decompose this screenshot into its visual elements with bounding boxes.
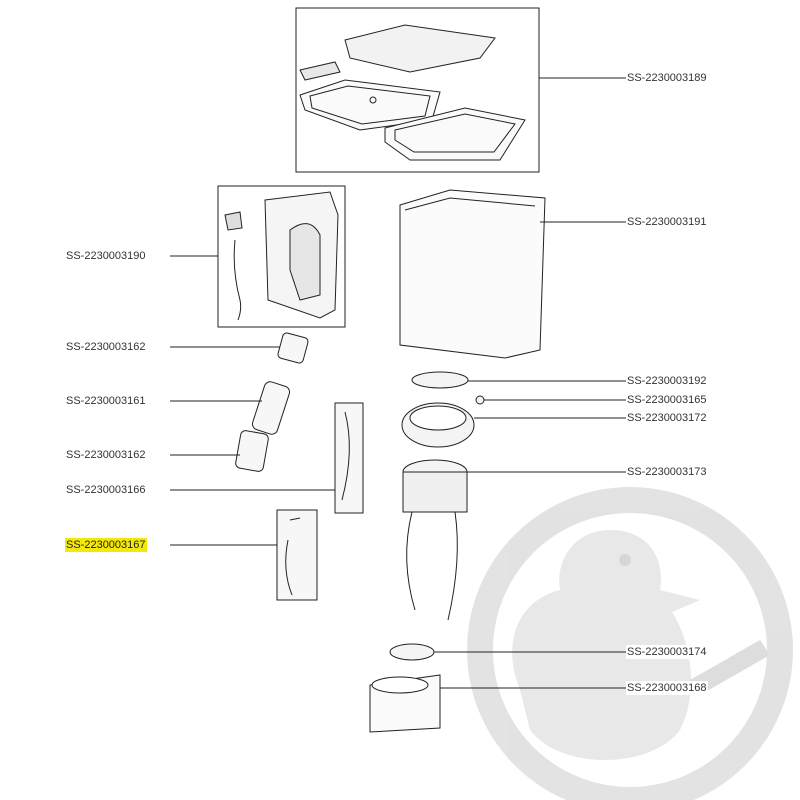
part-label-2230003165[interactable]: SS-2230003165 (626, 393, 708, 407)
part-label-2230003162-lower[interactable]: SS-2230003162 (65, 448, 147, 462)
part-label-2230003173[interactable]: SS-2230003173 (626, 465, 708, 479)
water-tank (399, 189, 546, 359)
part-label-2230003192[interactable]: SS-2230003192 (626, 374, 708, 388)
lid-assembly (295, 7, 540, 173)
part-label-2230003161[interactable]: SS-2230003161 (65, 394, 147, 408)
part-label-2230003166[interactable]: SS-2230003166 (65, 483, 147, 497)
part-label-2230003190[interactable]: SS-2230003190 (65, 249, 147, 263)
leader-lines (170, 77, 626, 689)
part-label-2230003162-upper[interactable]: SS-2230003162 (65, 340, 147, 354)
part-label-2230003174[interactable]: SS-2230003174 (626, 645, 708, 659)
motor-stack (369, 371, 485, 733)
part-label-2230003167-highlighted[interactable]: SS-2230003167 (65, 538, 147, 552)
part-label-2230003191[interactable]: SS-2230003191 (626, 215, 708, 229)
pump-assembly (217, 185, 346, 328)
part-label-2230003168[interactable]: SS-2230003168 (626, 681, 708, 695)
part-label-2230003189[interactable]: SS-2230003189 (626, 71, 708, 85)
watermark-logo (467, 487, 793, 800)
part-label-2230003172[interactable]: SS-2230003172 (626, 411, 708, 425)
hose-parts (235, 332, 364, 601)
